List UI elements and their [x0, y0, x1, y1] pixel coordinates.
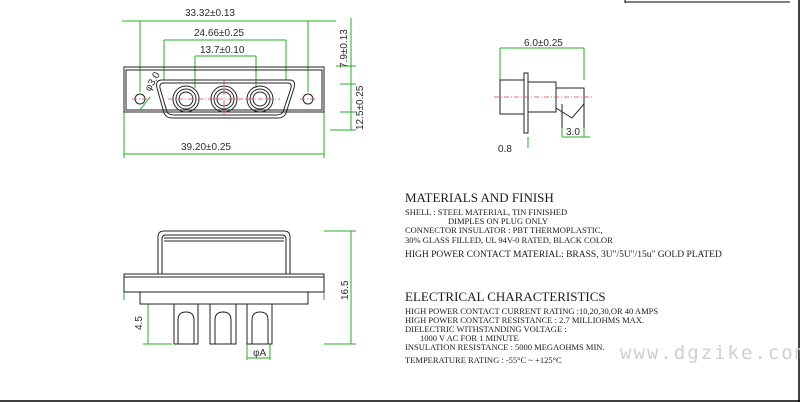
dim-mid-pitch: 24.66±0.25 — [194, 28, 244, 39]
dim-pin-length: 4.5 — [134, 316, 145, 330]
electrical-line-5: INSULATION RESISTANCE : 5000 MEGAOHMS MI… — [405, 342, 605, 352]
dim-body-height: 12.5±0.25 — [355, 85, 366, 130]
dim-side-pin: 3.0 — [566, 127, 580, 138]
materials-block: MATERIALS AND FINISH SHELL : STEEL MATER… — [405, 190, 722, 260]
front-view: 33.32±0.13 24.66±0.25 13.7±0.10 φ3.0 7.9… — [122, 8, 366, 158]
pin-2 — [209, 304, 237, 345]
materials-line-1: SHELL : STEEL MATERIAL, TIN FINISHED — [405, 207, 567, 217]
dim-flange-height: 7.9±0.13 — [339, 29, 350, 68]
dim-pin-dia: φA — [253, 348, 266, 359]
dim-total-height: 16.5 — [340, 280, 351, 300]
materials-line-3: CONNECTOR INSULATOR : PBT THERMOPLASTIC, — [405, 225, 603, 235]
electrical-line-1: HIGH POWER CONTACT CURRENT RATING :10,20… — [405, 306, 658, 316]
pin-3 — [246, 304, 273, 345]
electrical-title: ELECTRICAL CHARACTERISTICS — [405, 289, 606, 304]
materials-line-2: DIMPLES ON PLUG ONLY — [448, 216, 548, 226]
dim-overall-width: 39.20±0.25 — [181, 142, 231, 153]
electrical-line-6: TEMPERATURE RATING : -55°C ~ +125°C — [405, 355, 562, 365]
side-view: 6.0±0.25 3.0 0.8 — [494, 38, 594, 155]
materials-title: MATERIALS AND FINISH — [405, 190, 554, 205]
electrical-line-2: HIGH POWER CONTACT RESISTANCE : 2.7 MILL… — [405, 315, 644, 325]
dim-side-width: 6.0±0.25 — [524, 38, 563, 49]
materials-line-4: 30% GLASS FILLED, UL 94V-0 RATED, BLACK … — [405, 235, 613, 245]
watermark: www.dgzike.com — [620, 342, 800, 364]
dim-side-flange: 0.8 — [498, 144, 512, 155]
dim-hole-dia: φ3.0 — [143, 70, 163, 94]
dim-overall-pitch: 33.32±0.13 — [185, 8, 235, 19]
materials-line-5: HIGH POWER CONTACT MATERIAL: BRASS, 3U"/… — [405, 250, 722, 260]
dim-inner-pitch: 13.7±0.10 — [200, 45, 245, 56]
pin-1 — [173, 304, 199, 345]
electrical-block: ELECTRICAL CHARACTERISTICS HIGH POWER CO… — [405, 289, 658, 365]
electrical-line-4: 1000 V AC FOR 1 MINUTE — [420, 333, 519, 343]
bottom-view: 4.5 16.5 φA — [123, 230, 356, 360]
contact-2 — [210, 85, 238, 113]
electrical-line-3: DIELECTRIC WITHSTANDING VOLTAGE : — [405, 324, 567, 334]
